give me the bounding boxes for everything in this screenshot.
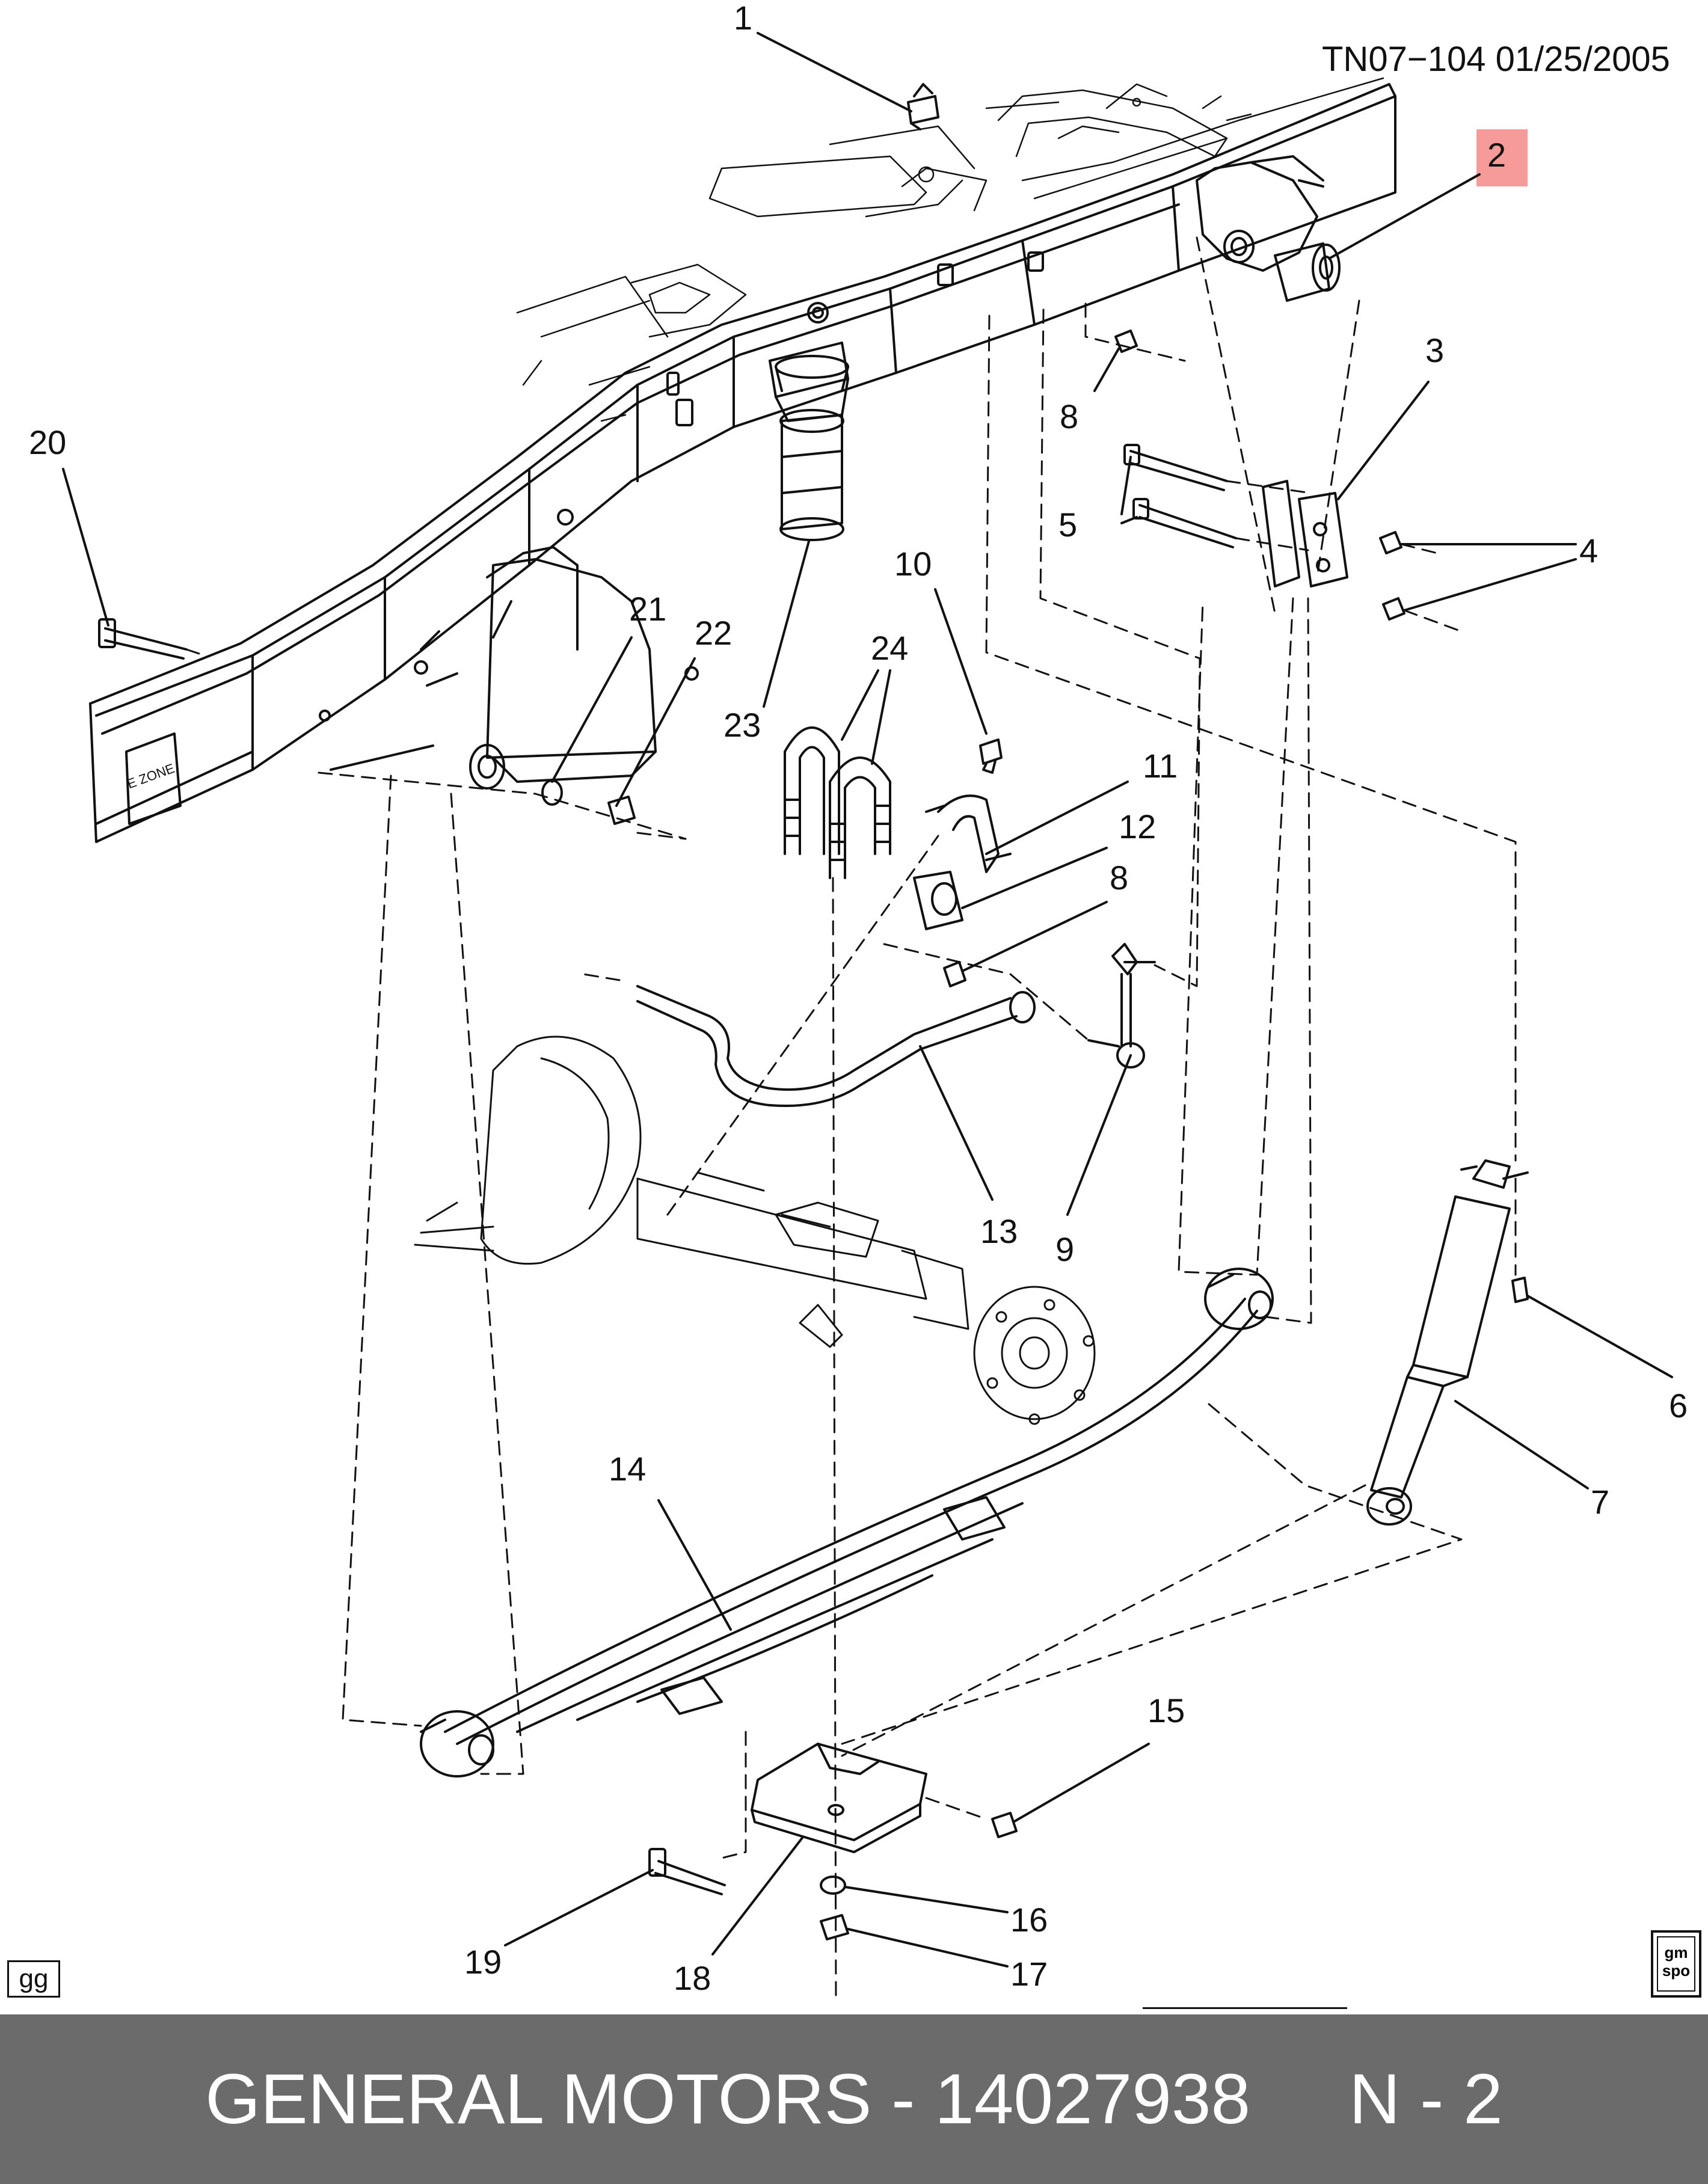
callout-13: 13 bbox=[980, 1212, 1018, 1250]
assembly-lines bbox=[185, 236, 1517, 2004]
bolt-part-6 bbox=[1511, 1277, 1529, 1303]
jounce-bumper-part-23 bbox=[775, 355, 849, 541]
nut-part-15 bbox=[991, 1812, 1018, 1838]
callout-2-highlight bbox=[1476, 129, 1528, 186]
callout-17: 17 bbox=[1010, 1955, 1048, 1993]
bolt-part-10 bbox=[979, 738, 1003, 774]
callout-1: 1 bbox=[734, 0, 753, 37]
gmspo-logo-inner: gm spo bbox=[1657, 1936, 1695, 1992]
gmspo-line1: gm bbox=[1664, 1943, 1688, 1962]
callout-14: 14 bbox=[609, 1450, 647, 1488]
callout-22: 22 bbox=[695, 614, 733, 652]
clip-nut-part-1 bbox=[907, 83, 939, 130]
front-hanger-bracket bbox=[420, 546, 657, 790]
callout-2: 2 bbox=[1487, 136, 1507, 174]
leader-lines bbox=[62, 32, 1673, 1968]
callout-9: 9 bbox=[1055, 1230, 1075, 1268]
stabilizer-link-part-9 bbox=[1087, 943, 1156, 1069]
callout-6: 6 bbox=[1669, 1387, 1688, 1425]
callout-4: 4 bbox=[1579, 532, 1599, 569]
gmspo-logo: gm spo bbox=[1651, 1930, 1701, 1998]
cross-members bbox=[516, 77, 1384, 422]
callout-15: 15 bbox=[1147, 1692, 1185, 1729]
bushing-part-2 bbox=[1274, 242, 1341, 302]
line-art bbox=[62, 32, 1673, 2004]
footer-band: GENERAL MOTORS - 14027938 N - 2 bbox=[0, 2014, 1708, 2184]
callout-21: 21 bbox=[629, 590, 667, 628]
drawing-code-date: TN07−104 01/25/2005 bbox=[1322, 40, 1670, 79]
bolt-part-19 bbox=[648, 1848, 726, 1895]
callout-7: 7 bbox=[1591, 1483, 1610, 1521]
nut-part-8-lower bbox=[943, 961, 966, 987]
callout-18: 18 bbox=[674, 1959, 711, 1997]
callout-12: 12 bbox=[1119, 808, 1157, 845]
stabilizer-bar-part-13 bbox=[636, 985, 1036, 1108]
nut-part-22 bbox=[607, 796, 636, 825]
callout-10: 10 bbox=[894, 545, 932, 583]
gmspo-line2: spo bbox=[1662, 1962, 1691, 1980]
nuts-part-4 bbox=[1379, 531, 1405, 621]
callout-8-lower: 8 bbox=[1110, 859, 1129, 897]
washer-part-16 bbox=[820, 1876, 846, 1895]
callout-23: 23 bbox=[723, 706, 761, 744]
stabilizer-clamp-part-11 bbox=[925, 794, 1012, 873]
nut-part-8-upper bbox=[1114, 330, 1138, 353]
callout-19: 19 bbox=[464, 1943, 502, 1981]
bolts-part-5 bbox=[1123, 444, 1237, 548]
callout-3: 3 bbox=[1425, 331, 1445, 369]
callout-11: 11 bbox=[1143, 747, 1178, 785]
callout-8-upper: 8 bbox=[1060, 397, 1079, 435]
frame-rail bbox=[89, 83, 1396, 843]
footer-part-number: GENERAL MOTORS - 14027938 N - 2 bbox=[205, 2060, 1503, 2139]
u-bolts-part-24 bbox=[784, 726, 891, 879]
spring-plate-part-18 bbox=[751, 1743, 927, 1853]
callout-24: 24 bbox=[871, 629, 909, 667]
leaf-spring-part-14 bbox=[420, 1268, 1274, 1778]
callout-20: 20 bbox=[29, 423, 67, 461]
nut-part-17 bbox=[820, 1914, 849, 1940]
shock-absorber-part-7 bbox=[1366, 1159, 1529, 1526]
exploded-diagram: TN07−104 01/25/2005 1 2 3 4 5 6 7 8 8 9 … bbox=[7, 0, 1701, 2009]
bottom-rule bbox=[1143, 2007, 1347, 2009]
rear-shackle-bracket bbox=[1196, 155, 1324, 272]
callout-16: 16 bbox=[1010, 1901, 1048, 1939]
gg-badge: gg bbox=[7, 1960, 60, 1998]
stabilizer-bushing-part-12 bbox=[913, 871, 963, 930]
bolt-part-20 bbox=[98, 618, 188, 660]
shackle-plate-part-3 bbox=[1262, 480, 1348, 587]
callout-5: 5 bbox=[1058, 506, 1078, 544]
